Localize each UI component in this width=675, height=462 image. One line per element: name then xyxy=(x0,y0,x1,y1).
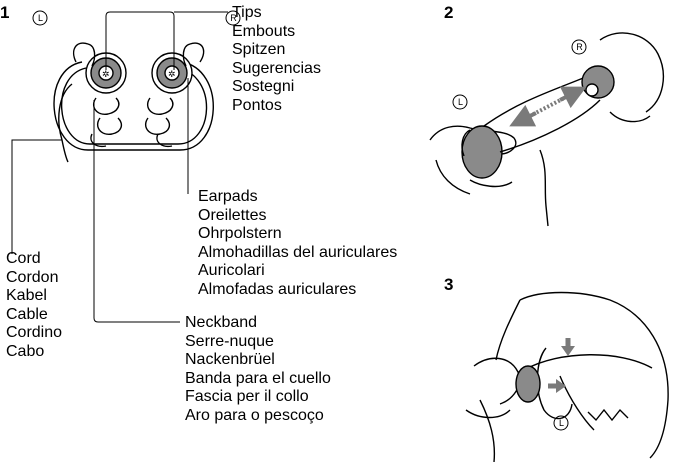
tips-label-fr: Embouts xyxy=(232,23,321,42)
tips-label-it: Sostegni xyxy=(232,78,321,97)
figure-3-arrows xyxy=(548,338,575,393)
figure-3-earpiece xyxy=(516,366,540,402)
neckband-label-es: Banda para el cuello xyxy=(185,370,331,389)
neckband-label-en: Neckband xyxy=(185,314,331,333)
marker-left-fig2: L xyxy=(456,96,465,108)
cord-shape xyxy=(59,84,72,162)
svg-text:✲: ✲ xyxy=(102,69,110,79)
svg-text:✲: ✲ xyxy=(168,69,176,79)
cord-label-it: Cordino xyxy=(6,324,62,343)
neckband-label-fr: Serre-nuque xyxy=(185,333,331,352)
neckband-labels: Neckband Serre-nuque Nackenbrüel Banda p… xyxy=(185,314,331,425)
cord-label-de: Kabel xyxy=(6,287,62,306)
earpads-label-pt: Almofadas auriculares xyxy=(198,281,397,300)
earpads-labels: Earpads Oreilettes Ohrpolstern Almohadil… xyxy=(198,188,397,299)
figure-1-side-markers xyxy=(33,11,240,25)
tips-labels: Tips Embouts Spitzen Sugerencias Sostegn… xyxy=(232,4,321,115)
cord-label-pt: Cabo xyxy=(6,343,62,362)
cord-label-es: Cable xyxy=(6,306,62,325)
earpads-label-en: Earpads xyxy=(198,188,397,207)
tips-label-de: Spitzen xyxy=(232,41,321,60)
earpads-label-de: Ohrpolstern xyxy=(198,225,397,244)
neckband-label-de: Nackenbrüel xyxy=(185,351,331,370)
earpads-label-it: Auricolari xyxy=(198,262,397,281)
neckband-label-it: Fascia per il collo xyxy=(185,388,331,407)
cord-label-en: Cord xyxy=(6,250,62,269)
figure-3-wearing xyxy=(466,293,668,462)
earpads-label-es: Almohadillas del auriculares xyxy=(198,244,397,263)
figure-2-left-earpiece xyxy=(462,126,502,178)
tips-label-pt: Pontos xyxy=(232,97,321,116)
figure-2-insertion xyxy=(430,33,663,226)
cord-labels: Cord Cordon Kabel Cable Cordino Cabo xyxy=(6,250,62,361)
marker-left-fig3: L xyxy=(557,417,566,429)
marker-right-fig2: R xyxy=(575,41,584,53)
tips-label-en: Tips xyxy=(232,4,321,23)
neckband-label-pt: Aro para o pescoço xyxy=(185,407,331,426)
tips-label-es: Sugerencias xyxy=(232,60,321,79)
figure-1-headphones: ✲ ✲ xyxy=(54,43,213,162)
earpads-label-fr: Oreilettes xyxy=(198,207,397,226)
marker-left-fig1: L xyxy=(36,12,45,24)
cord-label-fr: Cordon xyxy=(6,269,62,288)
